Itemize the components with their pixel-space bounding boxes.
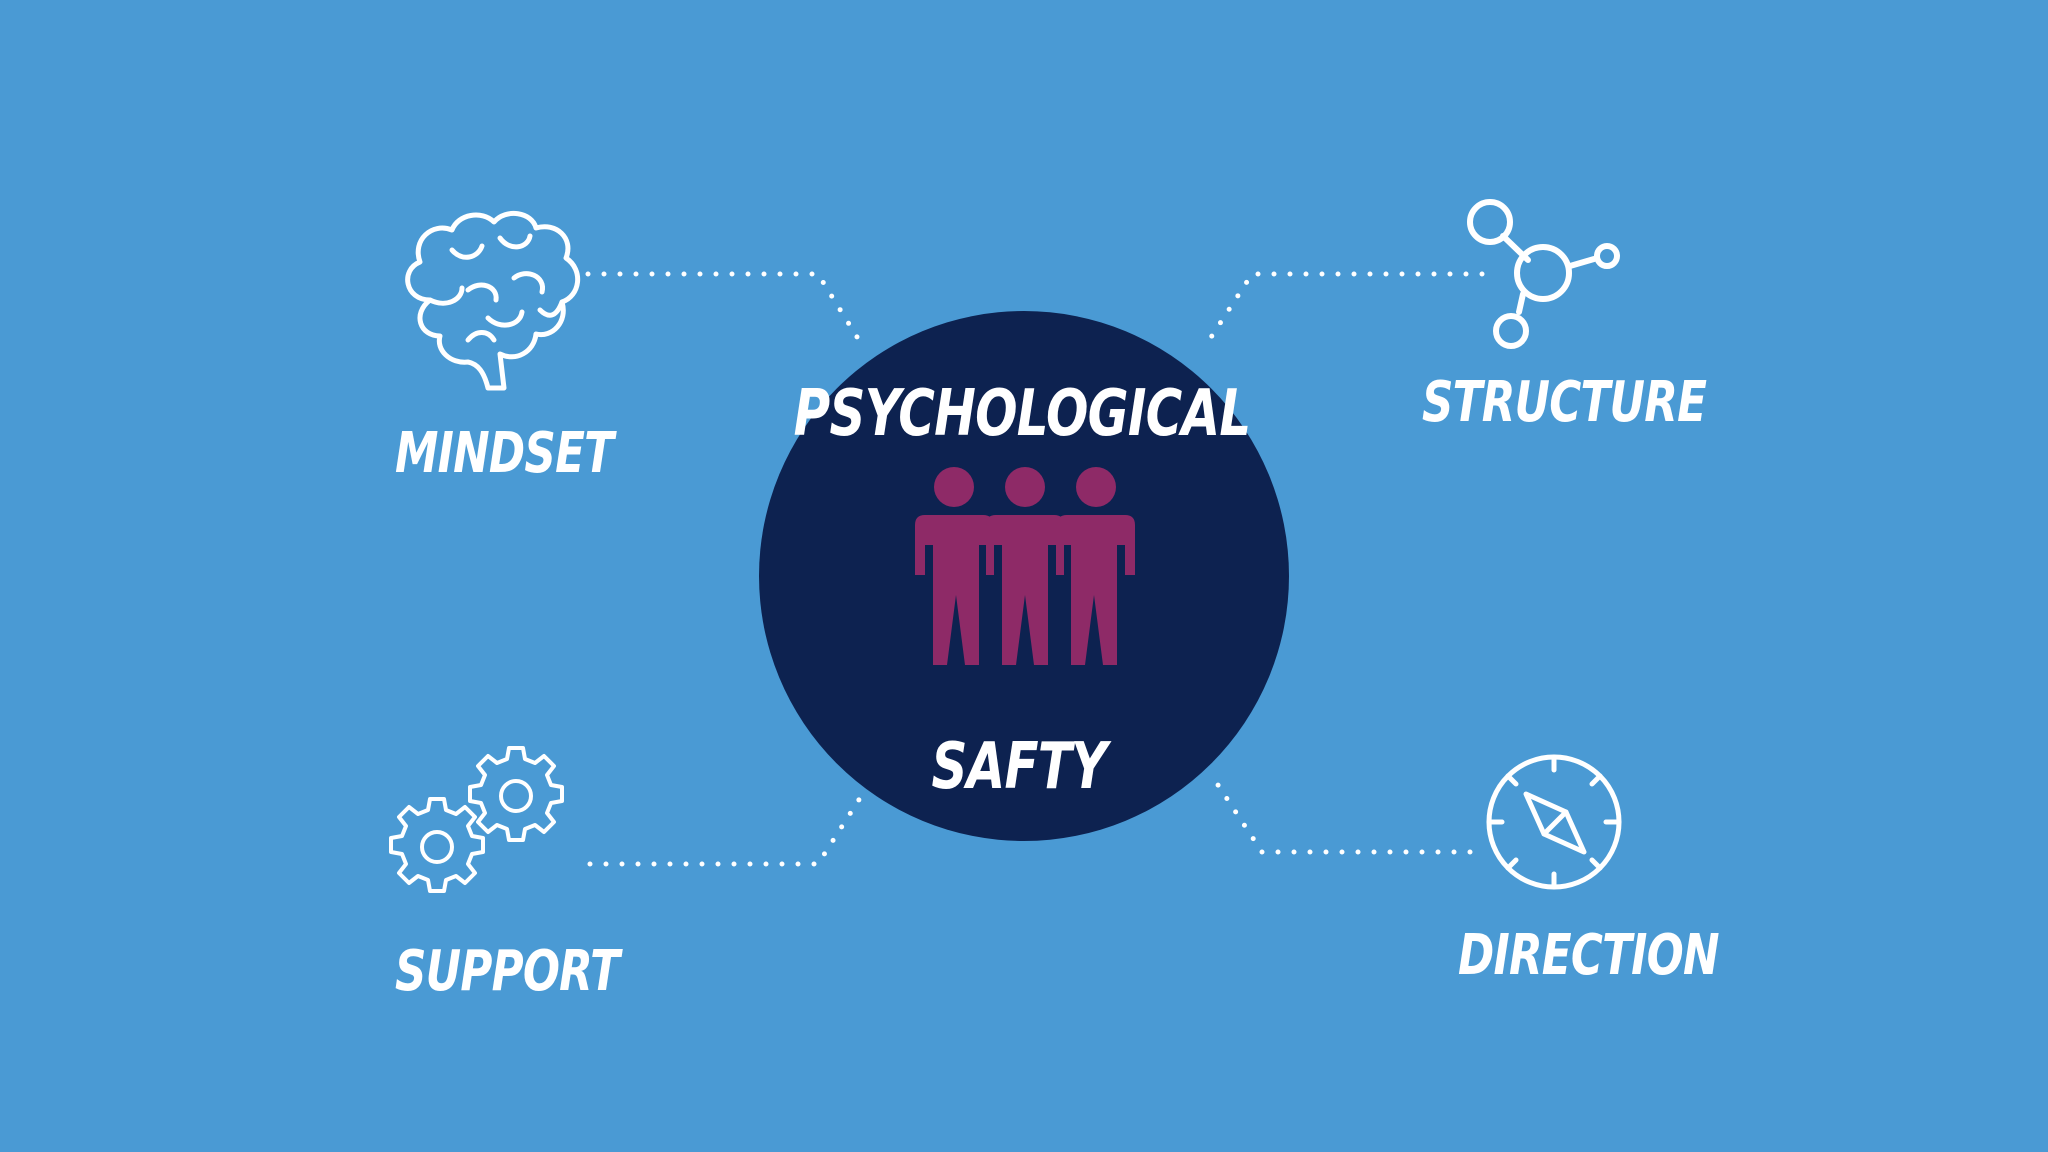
support-label: SUPPORT xyxy=(395,939,620,1004)
connector-direction xyxy=(1213,779,1473,855)
center-title-bottom: SAFTY xyxy=(931,730,1108,804)
center-title-top: PSYCHOLOGICAL xyxy=(793,377,1251,451)
mindset-label: MINDSET xyxy=(395,421,614,486)
gears-icon xyxy=(389,746,564,893)
structure-label: STRUCTURE xyxy=(1422,370,1707,435)
brain-icon xyxy=(405,211,581,391)
connector-mindset xyxy=(585,271,865,348)
network-nodes-icon xyxy=(1467,199,1620,349)
compass-icon xyxy=(1486,754,1622,890)
direction-label: DIRECTION xyxy=(1458,923,1720,988)
three-people-icon xyxy=(915,467,1135,665)
connector-support xyxy=(587,792,865,867)
connector-structure xyxy=(1203,271,1485,348)
